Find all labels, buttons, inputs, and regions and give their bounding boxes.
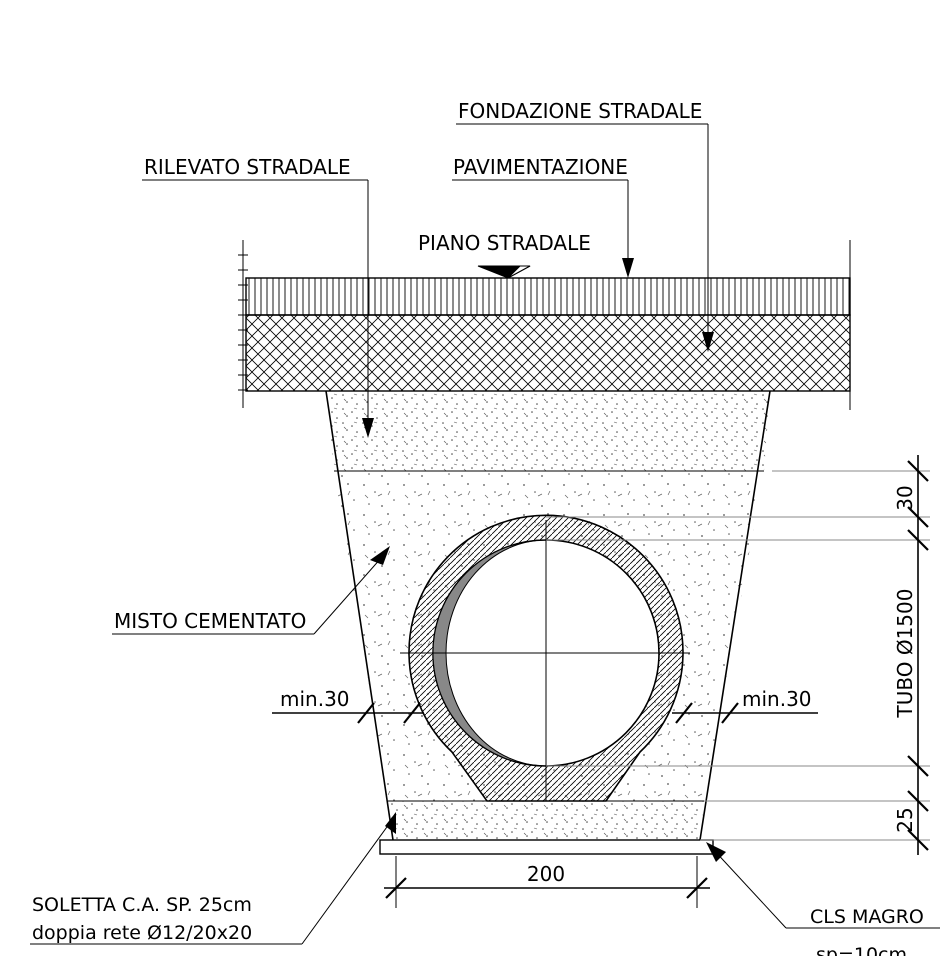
min-clearance-left-label: min.30 [280, 687, 350, 711]
label-soletta-line2: doppia rete Ø12/20x20 [32, 922, 252, 944]
road-foundation-layer [245, 314, 851, 392]
label-pavimentazione: PAVIMENTAZIONE [453, 155, 628, 179]
label-piano-stradale: PIANO STRADALE [418, 231, 591, 255]
dim-top-cover: 30 [893, 485, 917, 510]
embankment-fill [326, 391, 770, 471]
label-rilevato-stradale: RILEVATO STRADALE [144, 155, 351, 179]
road-layers [238, 240, 851, 410]
dim-tube-diameter: TUBO Ø1500 [893, 589, 917, 719]
base-width-dimension: 200 [384, 856, 710, 908]
callout-cls: CLS MAGRO sp=10cm [706, 842, 940, 956]
label-cls-magro: CLS MAGRO [810, 906, 924, 928]
callout-soletta: SOLETTA C.A. SP. 25cm doppia rete Ø12/20… [30, 812, 396, 945]
min-clearance-right-label: min.30 [742, 687, 812, 711]
label-misto-cementato: MISTO CEMENTATO [114, 609, 306, 633]
pipe [400, 514, 690, 802]
reinforced-slab [388, 801, 704, 840]
left-break-ticks [238, 254, 248, 391]
vertical-dimensions: 30 TUBO Ø1500 25 [546, 455, 930, 855]
road-level-marker: PIANO STRADALE [418, 231, 591, 279]
label-soletta-line1: SOLETTA C.A. SP. 25cm [32, 894, 252, 916]
callout-rilevato: RILEVATO STRADALE [142, 155, 374, 438]
min-clearance-left: min.30 [272, 687, 424, 724]
label-cls-thickness: sp=10cm [816, 944, 907, 956]
min-clearance-right: min.30 [672, 687, 818, 724]
dim-base-width: 200 [527, 862, 565, 886]
callout-misto: MISTO CEMENTATO [112, 546, 390, 635]
lean-concrete-base [379, 839, 714, 855]
pavement-layer [245, 277, 851, 316]
callout-fondazione: FONDAZIONE STRADALE [456, 99, 714, 352]
callout-pavimentazione: PAVIMENTAZIONE [452, 155, 634, 278]
dim-bottom-slab: 25 [893, 807, 917, 832]
label-fondazione-stradale: FONDAZIONE STRADALE [458, 99, 702, 123]
